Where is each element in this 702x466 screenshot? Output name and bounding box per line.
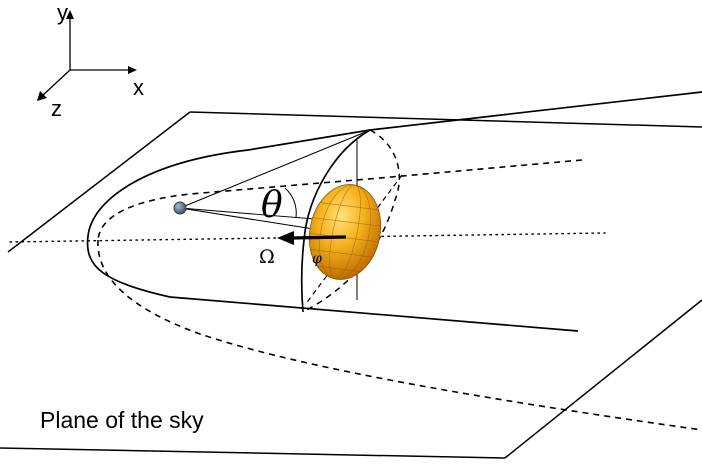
omega-label: Ω [259, 246, 275, 268]
central-source [173, 201, 187, 215]
y-axis-label: y [57, 0, 68, 25]
ray-opening-angle [179, 207, 328, 221]
x-axis-arrowhead [128, 66, 137, 74]
cross-section-front-arc [300, 129, 371, 313]
outer-cone [86, 91, 702, 332]
x-axis-label: x [133, 75, 144, 100]
phi-label: φ [312, 251, 322, 267]
sky-plane-top-edge [189, 111, 702, 128]
emitting-ellipsoid [300, 184, 390, 280]
y-axis-arrowhead [66, 10, 74, 19]
z-axis-line [41, 69, 71, 97]
plane-of-sky-label: Plane of the sky [40, 407, 204, 433]
theta-arc [284, 187, 297, 219]
inner-dashed-cone [97, 159, 702, 431]
inner-cone-lower-edge [97, 239, 702, 431]
omega-arrowhead [277, 231, 294, 245]
sky-plane-right-edge [504, 299, 702, 459]
outer-cone-upper-edge [86, 91, 702, 332]
omega-arrow-shaft [291, 235, 347, 240]
sky-plane [0, 111, 702, 459]
inner-cone-upper-edge [97, 159, 583, 241]
omega-arrow [277, 231, 347, 245]
sky-plane-bottom-edge [0, 447, 506, 459]
ray-to-cone-top [179, 130, 369, 209]
sky-plane-left-edge [7, 111, 191, 253]
coordinate-axes: y x z [37, 0, 144, 121]
z-axis-label: z [51, 96, 62, 121]
z-axis-arrowhead [37, 91, 47, 101]
theta-label: θ [261, 185, 283, 226]
